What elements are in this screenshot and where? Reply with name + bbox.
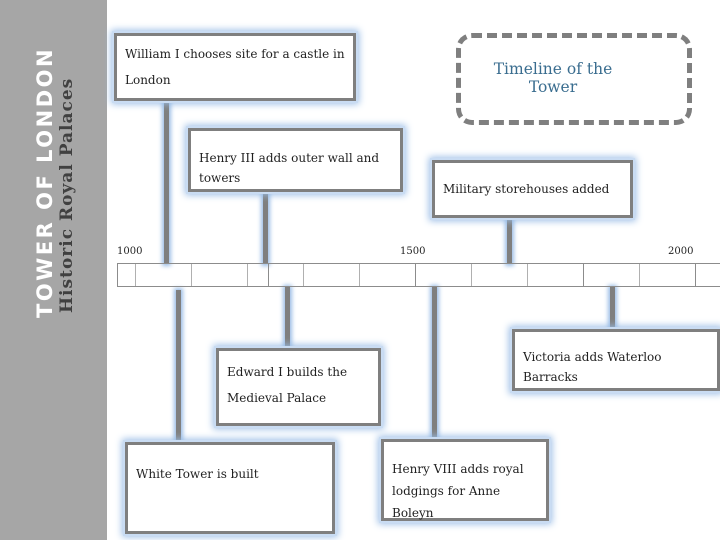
connector-henry-iii	[263, 190, 268, 264]
timeline-tick	[359, 264, 360, 286]
event-henry-iii: Henry III adds outer wall and towers	[188, 128, 403, 192]
connector-white-tower	[176, 290, 181, 442]
timeline-tick	[471, 264, 472, 286]
event-white-tower: White Tower is built	[125, 442, 335, 534]
heading-frame	[456, 33, 692, 125]
timeline-tick	[639, 264, 640, 286]
connector-william	[164, 98, 169, 264]
timeline-tick	[247, 264, 248, 286]
page-title: Timeline of the Tower	[493, 60, 613, 96]
timeline-axis	[117, 263, 720, 287]
event-henry-viii: Henry VIII adds royal lodgings for Anne …	[381, 439, 549, 521]
axis-label-1500: 1500	[400, 246, 426, 257]
timeline-tick	[303, 264, 304, 286]
timeline-tick	[695, 264, 696, 286]
connector-military	[507, 217, 512, 264]
axis-label-2000: 2000	[668, 246, 694, 257]
timeline-tick	[527, 264, 528, 286]
sidebar	[0, 0, 107, 540]
timeline-tick	[415, 264, 416, 286]
sidebar-title: TOWER OF LONDON	[33, 46, 57, 318]
timeline-tick	[135, 264, 136, 286]
timeline-tick	[583, 264, 584, 286]
connector-victoria	[610, 287, 615, 329]
sidebar-subtitle: Historic Royal Palaces	[57, 77, 77, 313]
event-victoria: Victoria adds Waterloo Barracks	[512, 329, 720, 391]
connector-edward-i	[285, 287, 290, 348]
timeline-tick	[268, 264, 269, 286]
timeline-tick	[191, 264, 192, 286]
event-military-storehouses: Military storehouses added	[432, 160, 633, 218]
connector-henry-viii	[432, 287, 437, 439]
event-william-i: William I chooses site for a castle in L…	[114, 33, 356, 101]
event-edward-i: Edward I builds the Medieval Palace	[216, 348, 381, 426]
axis-label-1000: 1000	[117, 246, 143, 257]
